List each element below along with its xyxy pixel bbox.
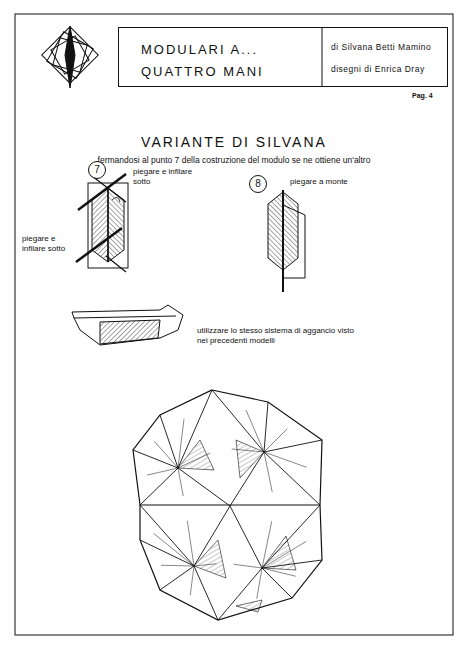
page-frame xyxy=(15,14,453,635)
polyhedron xyxy=(234,564,263,568)
polyhedron xyxy=(160,415,178,468)
author-credit: disegni di Enrica Dray xyxy=(331,64,425,74)
polyhedron xyxy=(262,541,306,568)
polyhedron xyxy=(264,440,322,452)
polyhedron xyxy=(154,441,178,468)
step-7-figure xyxy=(92,176,126,202)
step-7-figure xyxy=(76,174,128,272)
polyhedron xyxy=(178,453,210,468)
step-number-text: 7 xyxy=(94,165,100,175)
step-7-figure xyxy=(78,174,126,210)
polyhedron xyxy=(133,390,322,620)
polyhedron xyxy=(246,410,264,452)
step-7-figure xyxy=(76,228,122,262)
step-8-figure xyxy=(268,190,305,292)
polyhedron xyxy=(232,449,264,452)
module-side-view xyxy=(74,316,176,318)
polyhedron xyxy=(147,468,178,475)
module-side-view xyxy=(72,305,183,345)
polyhedron xyxy=(140,540,194,566)
polyhedron xyxy=(262,568,292,598)
step-7-figure xyxy=(106,256,126,272)
polyhedron xyxy=(212,390,264,452)
polyhedron xyxy=(230,506,262,568)
polyhedron xyxy=(178,468,230,506)
polyhedron xyxy=(161,565,194,567)
logo xyxy=(42,26,99,88)
module-side-view xyxy=(72,305,183,345)
polyhedron xyxy=(236,600,262,612)
assembly-note: utilizzare lo stesso sistema di aggancio… xyxy=(197,326,357,345)
page-number: Pag. 4 xyxy=(412,92,448,100)
series-title: QUATTRO MANI xyxy=(141,64,264,80)
step-7-figure xyxy=(108,188,109,262)
polyhedron xyxy=(194,564,217,566)
fold-instruction: piegare a monte xyxy=(290,177,390,187)
step-number-text: 8 xyxy=(255,179,261,189)
module-side-view xyxy=(100,320,160,344)
polyhedron xyxy=(194,506,230,566)
subtitle-note: fermandosi al punto 7 della costruzione … xyxy=(20,155,448,165)
fold-instruction: piegare e infilare sotto xyxy=(22,234,80,253)
logo xyxy=(65,26,75,88)
polyhedron xyxy=(262,560,322,568)
header-box: MODULARI A... QUATTRO MANI di Silvana Bett… xyxy=(118,27,448,87)
polyhedron xyxy=(194,540,226,578)
series-title: MODULARI A... xyxy=(141,42,258,58)
polyhedron xyxy=(262,505,320,568)
polyhedron xyxy=(187,521,194,566)
polyhedron xyxy=(262,521,272,568)
header-divider xyxy=(322,27,323,87)
polyhedron xyxy=(178,468,183,496)
polyhedron xyxy=(140,468,178,505)
polyhedron xyxy=(264,452,272,492)
polyhedron xyxy=(140,505,194,566)
page-title: VARIANTE DI SILVANA xyxy=(0,134,468,151)
polyhedron xyxy=(133,450,178,468)
step-number: 8 xyxy=(249,175,267,193)
step-number: 7 xyxy=(88,161,106,179)
step-7-figure xyxy=(88,183,128,268)
polyhedron xyxy=(178,390,212,468)
polyhedron xyxy=(262,568,296,576)
polyhedron xyxy=(194,566,218,620)
step-8-figure xyxy=(282,190,284,292)
polyhedron xyxy=(264,402,268,452)
polyhedron xyxy=(264,429,287,452)
author-credit: di Silvana Betti Mamino xyxy=(331,42,431,52)
fold-instruction: piegare e infilare sotto xyxy=(133,167,195,186)
polyhedron xyxy=(230,452,264,506)
polyhedron xyxy=(160,566,194,590)
polyhedron xyxy=(133,390,322,620)
polyhedron xyxy=(264,452,320,505)
step-7-figure xyxy=(112,197,120,202)
polyhedron xyxy=(218,568,262,620)
polyhedron xyxy=(190,566,194,595)
polyhedron xyxy=(264,452,307,467)
